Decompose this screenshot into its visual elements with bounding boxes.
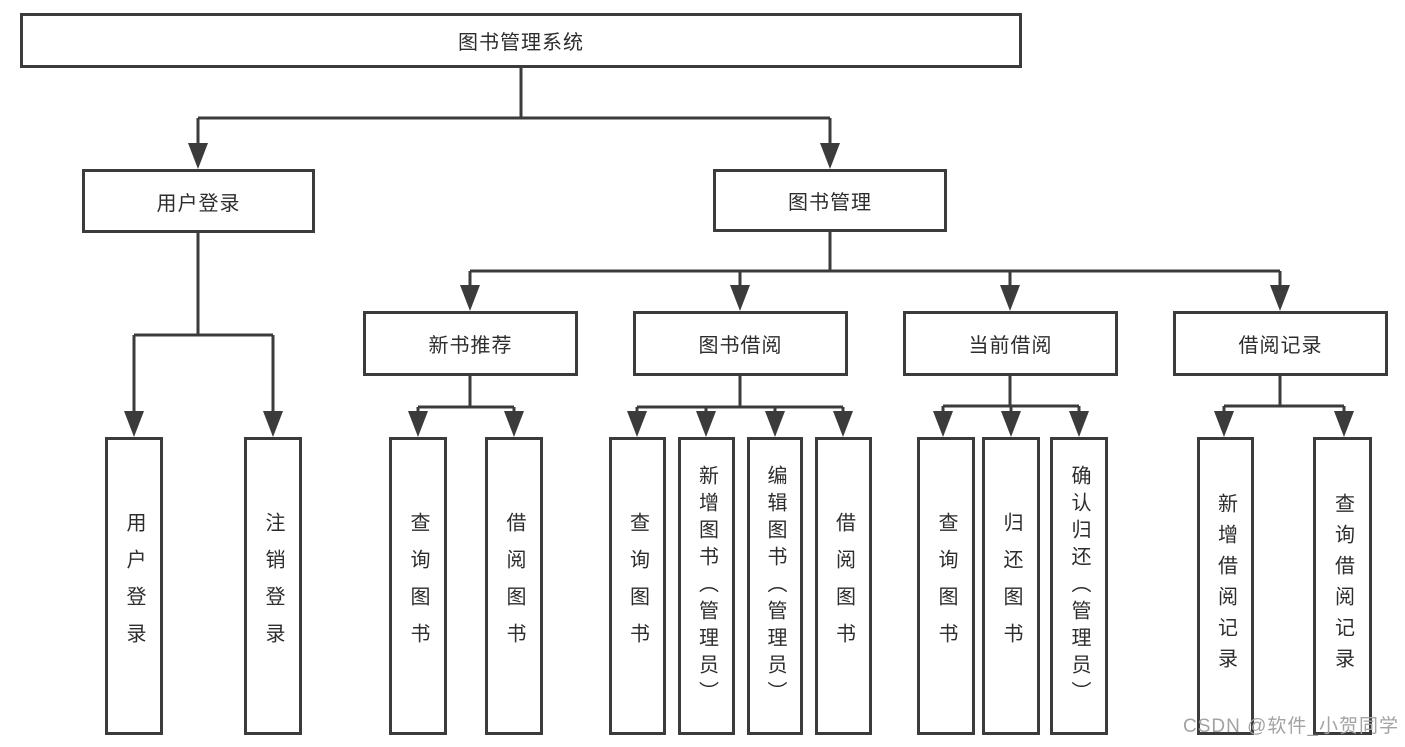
csdn-watermark: CSDN @软件_小贺同学 <box>1183 716 1399 737</box>
leaf-label: 查询借阅记录 <box>1331 493 1354 679</box>
leaf-label: 借阅图书 <box>503 512 525 660</box>
node-user-login: 用户登录 <box>82 169 315 233</box>
leaf-label: 用户登录 <box>123 512 145 660</box>
node-label: 图书管理 <box>788 192 872 214</box>
leaf-label: 确认归还（管理员） <box>1068 464 1090 708</box>
node-new-book-recommend: 新书推荐 <box>363 311 578 376</box>
leaf-label: 新增借阅记录 <box>1214 493 1237 679</box>
leaf-label: 归还图书 <box>1000 512 1022 660</box>
node-label: 用户登录 <box>156 192 241 215</box>
leaf-confirm-return-admin: 确认归还（管理员） <box>1050 437 1108 735</box>
node-label: 借阅记录 <box>1238 335 1323 357</box>
leaf-label: 注销登录 <box>262 512 284 660</box>
node-book-management: 图书管理 <box>713 169 947 232</box>
leaf-search-book-current: 查询图书 <box>917 437 975 735</box>
leaf-logout-login: 注销登录 <box>244 437 302 735</box>
leaf-label: 查询图书 <box>935 512 957 660</box>
leaf-add-book-admin: 新增图书（管理员） <box>678 437 735 735</box>
leaf-return-book: 归还图书 <box>982 437 1040 735</box>
node-label: 当前借阅 <box>968 335 1053 357</box>
leaf-borrow-book-recommend: 借阅图书 <box>485 437 543 735</box>
leaf-search-book-recommend: 查询图书 <box>389 437 447 735</box>
leaf-label: 编辑图书（管理员） <box>764 464 786 708</box>
leaf-label: 借阅图书 <box>832 512 855 660</box>
node-label: 图书管理系统 <box>458 32 584 54</box>
node-current-borrow: 当前借阅 <box>903 311 1118 376</box>
node-borrow-records: 借阅记录 <box>1173 311 1388 376</box>
leaf-query-borrow-record: 查询借阅记录 <box>1313 437 1372 735</box>
leaf-label: 查询图书 <box>407 512 429 660</box>
node-library-management-system: 图书管理系统 <box>20 13 1022 68</box>
node-book-borrow: 图书借阅 <box>633 311 848 376</box>
leaf-borrow-book: 借阅图书 <box>815 437 872 735</box>
node-label: 图书借阅 <box>698 335 783 357</box>
leaf-edit-book-admin: 编辑图书（管理员） <box>747 437 803 735</box>
leaf-label: 查询图书 <box>626 512 649 660</box>
leaf-user-login: 用户登录 <box>105 437 163 735</box>
leaf-search-book-borrow: 查询图书 <box>609 437 666 735</box>
leaf-add-borrow-record: 新增借阅记录 <box>1197 437 1254 735</box>
leaf-label: 新增图书（管理员） <box>695 464 718 708</box>
node-label: 新书推荐 <box>428 335 513 357</box>
